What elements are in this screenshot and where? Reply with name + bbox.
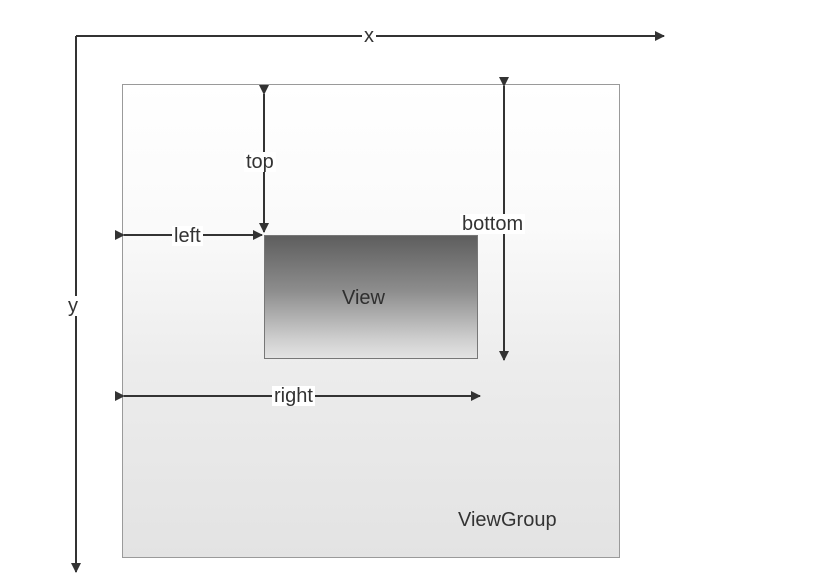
left-label: left <box>172 225 203 247</box>
view-label: View <box>342 287 385 309</box>
viewgroup-label: ViewGroup <box>458 509 557 531</box>
top-label: top <box>244 151 276 173</box>
right-label: right <box>272 385 315 407</box>
view-box <box>264 235 478 359</box>
y-axis-label: y <box>66 295 80 317</box>
x-axis-label: x <box>362 25 376 47</box>
bottom-label: bottom <box>460 213 526 235</box>
